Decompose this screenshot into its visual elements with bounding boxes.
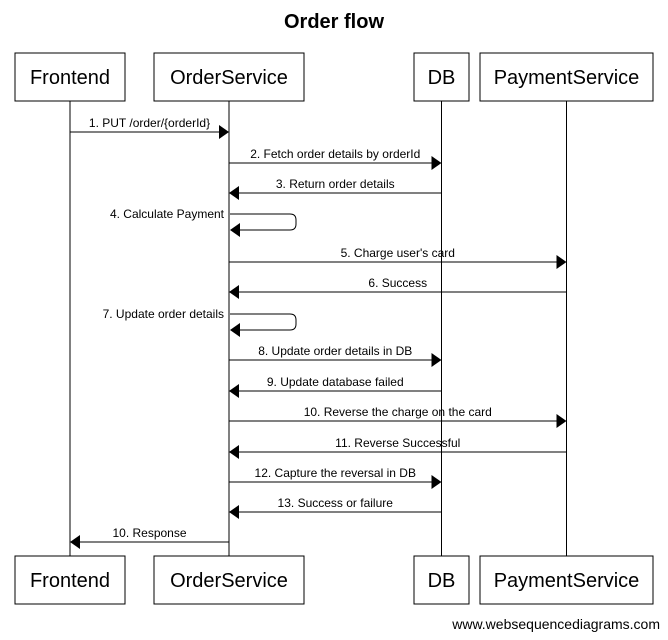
message-12: 12. Capture the reversal in DB <box>229 466 442 489</box>
lifelines <box>69 101 567 556</box>
message-13: 13. Success or failure <box>229 496 442 519</box>
arrowhead <box>431 353 442 367</box>
message-8: 8. Update order details in DB <box>229 344 442 367</box>
actor-label: DB <box>428 67 456 89</box>
message-line <box>230 313 297 331</box>
actor-frontend-bottom: Frontend <box>14 555 126 605</box>
message-label: 7. Update order details <box>103 307 224 321</box>
message-label: 12. Capture the reversal in DB <box>255 466 416 480</box>
arrowhead <box>229 505 239 519</box>
message-5: 5. Charge user's card <box>229 246 567 269</box>
actor-paymentservice-top: PaymentService <box>479 52 654 102</box>
actor-box <box>153 555 305 605</box>
message-label: 1. PUT /order/{orderId} <box>89 116 210 130</box>
actor-db-bottom: DB <box>413 555 470 605</box>
arrowhead <box>229 445 239 459</box>
actor-frontend-top: Frontend <box>14 52 126 102</box>
message-label: 3. Return order details <box>276 177 395 191</box>
message-label: 2. Fetch order details by orderId <box>250 147 420 161</box>
messages: 1. PUT /order/{orderId} 2. Fetch order de… <box>70 116 567 549</box>
actor-label: DB <box>428 570 456 592</box>
actor-label: OrderService <box>170 67 288 89</box>
message-line <box>230 213 297 231</box>
message-11: 11. Reverse Successful <box>229 436 567 459</box>
actor-box <box>14 52 126 102</box>
message-9: 9. Update database failed <box>229 375 442 398</box>
watermark: www.websequencediagrams.com <box>451 616 660 632</box>
arrowhead <box>219 125 229 139</box>
message-3: 3. Return order details <box>229 177 442 200</box>
message-label: 10. Reverse the charge on the card <box>304 405 492 419</box>
message-7: 7. Update order details <box>103 307 297 337</box>
actor-box <box>14 555 126 605</box>
actor-box <box>479 555 654 605</box>
message-label: 6. Success <box>368 276 427 290</box>
message-14: 10. Response <box>70 526 229 549</box>
actor-orderservice-top: OrderService <box>153 52 305 102</box>
actor-box <box>153 52 305 102</box>
arrowhead <box>230 323 240 337</box>
message-label: 11. Reverse Successful <box>335 436 460 450</box>
message-label: 8. Update order details in DB <box>258 344 412 358</box>
diagram-title: Order flow <box>284 11 384 33</box>
arrowhead <box>431 156 442 170</box>
actor-label: PaymentService <box>494 570 640 592</box>
message-1: 1. PUT /order/{orderId} <box>70 116 229 139</box>
actor-box <box>413 555 470 605</box>
message-label: 10. Response <box>112 526 186 540</box>
arrowhead <box>229 384 239 398</box>
message-6: 6. Success <box>229 276 567 299</box>
arrowhead <box>70 535 80 549</box>
arrowhead <box>229 186 239 200</box>
actor-box <box>413 52 470 102</box>
message-label: 9. Update database failed <box>267 375 404 389</box>
arrowhead <box>431 475 442 489</box>
arrowhead <box>556 414 567 428</box>
actor-db-top: DB <box>413 52 470 102</box>
arrowhead <box>556 255 567 269</box>
actor-paymentservice-bottom: PaymentService <box>479 555 654 605</box>
message-label: 13. Success or failure <box>278 496 394 510</box>
actor-orderservice-bottom: OrderService <box>153 555 305 605</box>
actor-label: PaymentService <box>494 67 640 89</box>
actors-bottom: Frontend OrderService DB PaymentService <box>14 555 654 605</box>
message-label: 4. Calculate Payment <box>110 207 225 221</box>
actors-top: Frontend OrderService DB PaymentService <box>14 52 654 102</box>
actor-label: Frontend <box>30 570 110 592</box>
actor-box <box>479 52 654 102</box>
actor-label: OrderService <box>170 570 288 592</box>
arrowhead <box>230 223 240 237</box>
arrowhead <box>229 285 239 299</box>
actor-label: Frontend <box>30 67 110 89</box>
message-4: 4. Calculate Payment <box>110 207 297 237</box>
message-2: 2. Fetch order details by orderId <box>229 147 442 170</box>
message-label: 5. Charge user's card <box>341 246 455 260</box>
message-10: 10. Reverse the charge on the card <box>229 405 567 428</box>
